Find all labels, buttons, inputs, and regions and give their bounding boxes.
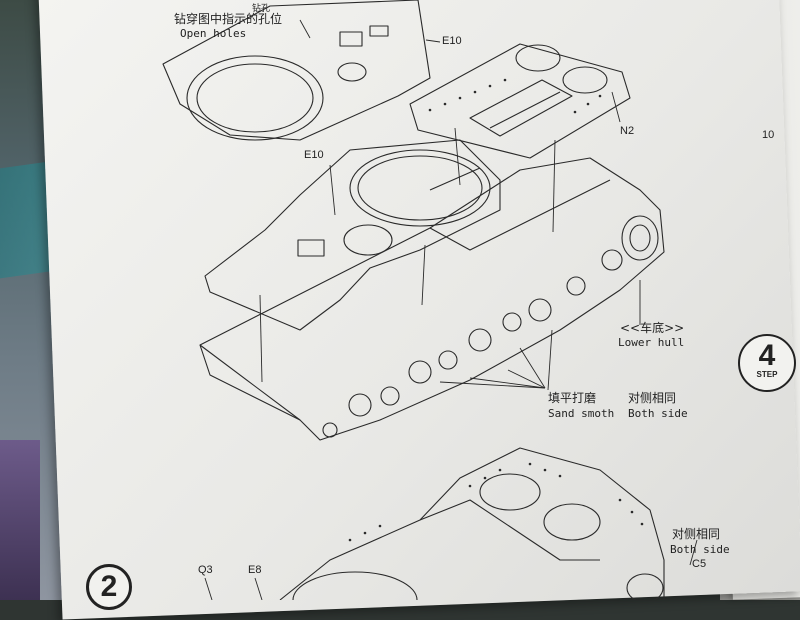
drill-instruction-en: Open holes <box>180 27 247 40</box>
next-step-hull <box>279 447 665 600</box>
n2-panel <box>409 43 631 159</box>
step-badge-number: 4 <box>758 339 776 372</box>
step-badge: 4 STEP <box>738 334 796 392</box>
both-side-cn: 对侧相同 <box>628 391 677 405</box>
lower-hull-label-cn: <<车底>> <box>620 321 685 335</box>
both-side-en-2: Both side <box>670 543 730 556</box>
drill-instruction-cn: 钻穿图中指示的孔位 <box>174 12 283 26</box>
part-label-e8: E8 <box>248 564 262 576</box>
sand-instruction-en: Sand smoth <box>548 407 615 420</box>
part-label-e10-top: E10 <box>442 35 462 47</box>
part-label-c5: C5 <box>692 558 707 570</box>
assembly-drawing <box>162 0 698 600</box>
step-number: 2 <box>86 564 132 610</box>
background-object-purple <box>0 440 40 600</box>
step-badge-label: STEP <box>756 370 778 379</box>
drill-note-small: 钻孔 <box>252 3 271 13</box>
part-label-e10-mid: E10 <box>304 149 324 161</box>
both-side-en: Both side <box>628 407 688 420</box>
lower-hull-label-en: Lower hull <box>618 336 685 349</box>
part-label-q3: Q3 <box>198 564 213 576</box>
both-side-cn-2: 对侧相同 <box>672 527 721 541</box>
sand-instruction-cn: 填平打磨 <box>548 391 597 405</box>
leader-lines <box>204 19 698 600</box>
e10-top-panel <box>162 0 431 141</box>
lower-hull <box>199 157 665 441</box>
side-sheet-mark: 10 <box>762 129 775 141</box>
e10-mid-upper-hull <box>204 139 501 331</box>
part-label-n2: N2 <box>620 125 635 137</box>
